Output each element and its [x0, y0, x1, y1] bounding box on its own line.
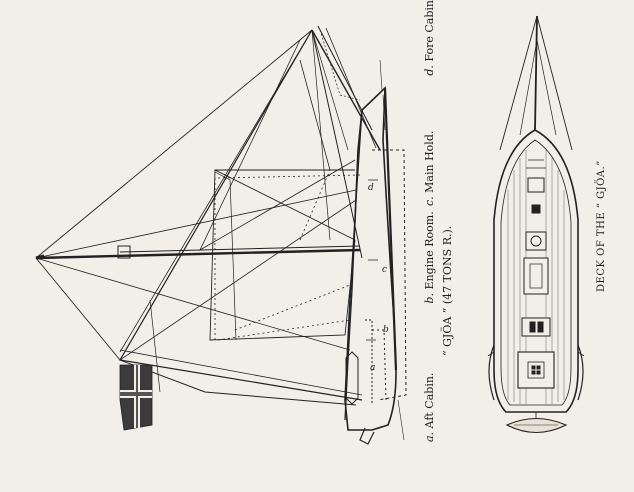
plan-label-d: d [368, 183, 374, 193]
legend-d-letter: d. [423, 65, 436, 76]
deck-caption: DECK OF THE “ GJÖA.” [596, 160, 607, 292]
plan-label-c: c [382, 265, 387, 275]
main-mast [35, 248, 361, 260]
legend-column-1: a. Aft Cabin. b. Engine Room. [423, 211, 436, 442]
legend-c-text: Main Hold. [423, 130, 436, 193]
legend-b-letter: b. [423, 293, 436, 304]
plan-label-a: a [370, 363, 375, 373]
side-elevation [35, 25, 407, 445]
legend-c-letter: c. [423, 196, 436, 206]
legend-a-text: Aft Cabin. [423, 372, 436, 429]
dinghy [505, 417, 568, 434]
legend-d-text: Fore Cabin. [423, 0, 436, 62]
legend-b-text: Engine Room. [423, 211, 436, 290]
plan-label-b: b [383, 325, 389, 335]
vessel-caption: “ GJÖA ” (47 TONS R.). [441, 225, 454, 356]
legend-column-2: c. Main Hold. d. Fore Cabin. [423, 0, 436, 206]
legend-a-letter: a. [423, 431, 436, 442]
deck-plan [487, 15, 585, 434]
flag-icon [119, 364, 153, 431]
